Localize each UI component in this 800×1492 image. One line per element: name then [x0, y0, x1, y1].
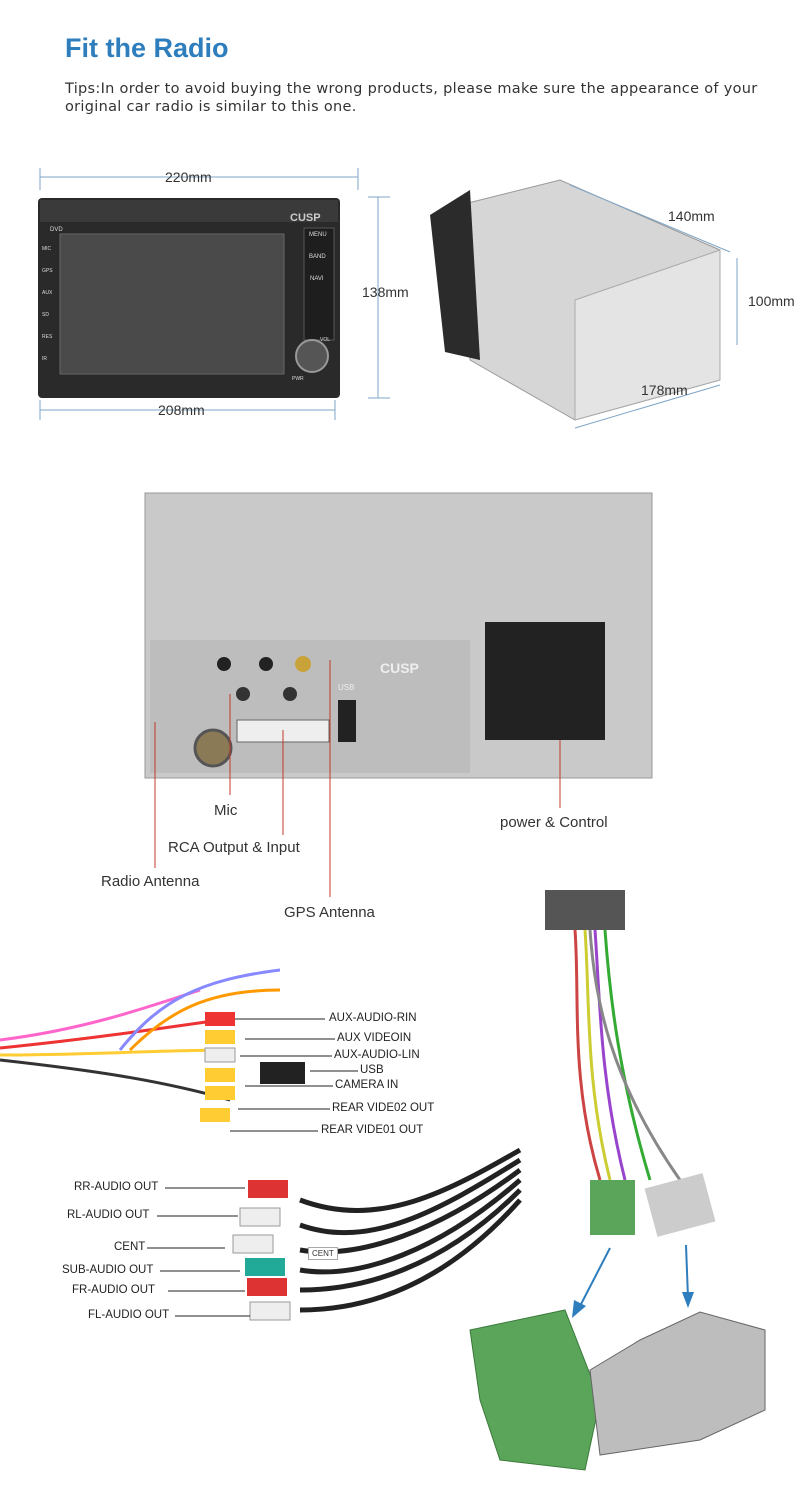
page-title: Fit the Radio — [65, 33, 229, 63]
back-brand: CUSP — [380, 660, 419, 676]
aux-label: AUX — [42, 290, 53, 296]
side-labels: MIC GPS AUX SD RES IR — [42, 238, 56, 370]
audio-label-6: FL-AUDIO OUT — [88, 1309, 170, 1321]
cent-tag: CENT — [308, 1247, 338, 1260]
back-panel-image — [144, 492, 653, 779]
rca-label: RCA Output & Input — [168, 839, 300, 856]
rca-leaders — [230, 1018, 358, 1132]
pwr-label: PWR — [292, 376, 304, 382]
side-depth: 140mm — [668, 208, 715, 224]
power-control-label: power & Control — [500, 814, 608, 831]
menu-button: MENU — [309, 232, 327, 238]
sd-label: SD — [42, 312, 49, 318]
gps-label: GPS — [42, 268, 53, 274]
side-height: 100mm — [748, 293, 795, 309]
ir-label: IR — [42, 356, 47, 362]
front-width-top: 220mm — [165, 169, 212, 185]
audio-leaders — [147, 1187, 250, 1317]
rca-label-4: USB — [360, 1064, 384, 1076]
audio-label-3: CENT — [114, 1241, 146, 1253]
mic-label: MIC — [42, 246, 52, 252]
audio-cable-image — [232, 1147, 522, 1321]
rca-label-7: REAR VIDE01 OUT — [321, 1124, 424, 1136]
radio-antenna-label: Radio Antenna — [101, 873, 200, 890]
rca-label-1: AUX-AUDIO-RIN — [329, 1012, 417, 1024]
power-harness-image — [469, 890, 766, 1471]
gps-antenna-label: GPS Antenna — [284, 904, 375, 921]
usb-port-label: USB — [338, 683, 355, 692]
band-button: BAND — [309, 254, 326, 260]
audio-label-5: FR-AUDIO OUT — [72, 1284, 156, 1296]
front-height: 138mm — [362, 284, 409, 300]
audio-label-4: SUB-AUDIO OUT — [62, 1264, 154, 1276]
vol-label: VOL — [320, 337, 331, 343]
leader-lines — [154, 660, 561, 897]
rca-cable-image — [0, 968, 305, 1122]
res-label: RES — [42, 334, 53, 340]
front-radio-image — [38, 168, 390, 420]
navi-button: NAVI — [310, 276, 324, 282]
side-radio-image — [430, 179, 738, 429]
slot-label: DVD — [50, 227, 63, 233]
mic-label: Mic — [214, 802, 238, 819]
front-brand: CUSP — [290, 212, 321, 224]
tips-text: Tips:In order to avoid buying the wrong … — [65, 81, 758, 115]
audio-label-2: RL-AUDIO OUT — [67, 1209, 150, 1221]
rca-label-3: AUX-AUDIO-LIN — [334, 1049, 420, 1061]
side-width: 178mm — [641, 382, 688, 398]
audio-label-1: RR-AUDIO OUT — [74, 1181, 159, 1193]
rca-label-2: AUX VIDEOIN — [337, 1032, 412, 1044]
rca-label-6: REAR VIDE02 OUT — [332, 1102, 435, 1114]
front-width-bottom: 208mm — [158, 402, 205, 418]
rca-label-5: CAMERA IN — [335, 1079, 399, 1091]
